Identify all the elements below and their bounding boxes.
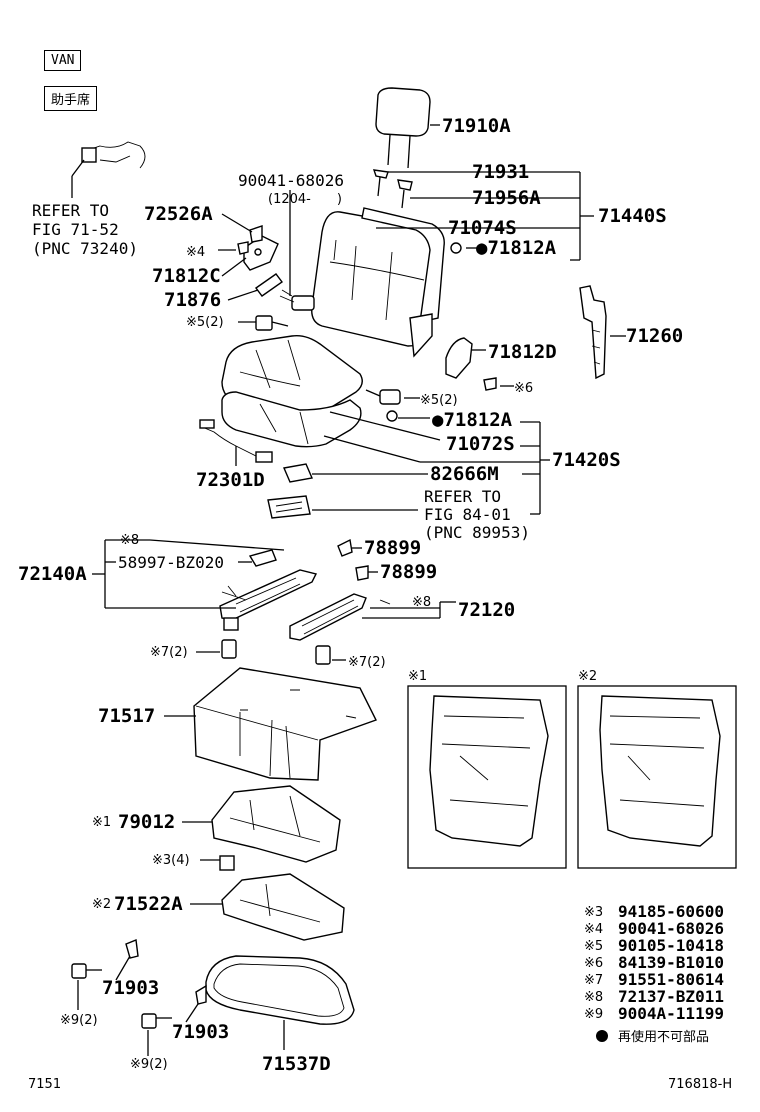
note-3: ※3(4) xyxy=(152,853,190,868)
wire-72301D-drawing xyxy=(199,419,273,463)
note-6: ※6 xyxy=(514,381,533,396)
seal-71537D-drawing xyxy=(205,955,355,1025)
sensor-82666M-drawing xyxy=(267,463,313,519)
inset-box-2 xyxy=(577,685,737,869)
legend-mark: ※9 xyxy=(584,1007,603,1022)
headrest-drawing xyxy=(375,87,440,169)
label-71074S: 71074S xyxy=(448,217,517,239)
inset-box-1 xyxy=(407,685,567,869)
label-71420S: 71420S xyxy=(552,449,621,471)
note-4: ※4 xyxy=(186,245,205,260)
label-71956A: 71956A xyxy=(472,187,541,209)
label-71812A-top: ●71812A xyxy=(476,237,557,259)
label-71903-a: 71903 xyxy=(102,977,159,999)
harness-drawing xyxy=(81,141,146,169)
cover-71517-drawing xyxy=(193,667,377,781)
footer-left: 7151 xyxy=(28,1077,61,1092)
inset-label-2: ※2 xyxy=(578,669,597,684)
note-9b: ※9(2) xyxy=(130,1057,168,1072)
legend-mark: ※5 xyxy=(584,939,603,954)
ref-84-01-line2: FIG 84-01 xyxy=(424,505,511,524)
ref-84-01-line1: REFER TO xyxy=(424,487,501,506)
label-72526A: 72526A xyxy=(144,203,213,225)
label-71517: 71517 xyxy=(98,705,155,727)
guide-drawings xyxy=(372,169,413,209)
van-tag: VAN xyxy=(44,50,82,71)
legend-part: 9004A-11199 xyxy=(618,1004,724,1023)
bracket-71260-drawing xyxy=(579,285,607,380)
label-71537D: 71537D xyxy=(262,1053,331,1075)
label-78899-b: 78899 xyxy=(380,561,437,583)
label-71260: 71260 xyxy=(626,325,683,347)
legend: ※3 94185-60600 ※4 90041-68026 ※5 90105-1… xyxy=(584,902,724,1045)
seat-cushion-drawing xyxy=(221,334,401,448)
label-71812A-mid: ●71812A xyxy=(432,409,513,431)
label-71522A: 71522A xyxy=(114,893,183,915)
note-8b: ※8 xyxy=(412,595,431,610)
ref-71-52-line1: REFER TO xyxy=(32,201,109,220)
bolt-drawings xyxy=(237,225,462,331)
inset-label-1: ※1 xyxy=(408,669,427,684)
label-72140A: 72140A xyxy=(18,563,87,585)
ref-71-52-line2: FIG 71-52 xyxy=(32,220,119,239)
footer-right: 716818-H xyxy=(668,1077,732,1092)
tray-71522A-drawing xyxy=(221,873,345,941)
label-78899-a: 78899 xyxy=(364,537,421,559)
clip-drawings xyxy=(71,939,207,1029)
legend-mark: ※8 xyxy=(584,990,603,1005)
note-9a: ※9(2) xyxy=(60,1013,98,1028)
note-8a: ※8 xyxy=(120,533,139,548)
label-82666M: 82666M xyxy=(430,463,499,485)
label-58997-BZ020: 58997-BZ020 xyxy=(118,553,224,572)
ref-71-52-line3: (PNC 73240) xyxy=(32,239,138,258)
label-79012: 79012 xyxy=(118,811,175,833)
non-reusable-dot-icon xyxy=(596,1030,608,1042)
note-7a: ※7(2) xyxy=(150,645,188,660)
legend-part: 94185-60600 xyxy=(618,902,724,921)
label-72120: 72120 xyxy=(458,599,515,621)
legend-mark: ※3 xyxy=(584,905,603,920)
passenger-seat-tag: 助手席 xyxy=(44,86,98,111)
label-71931: 71931 xyxy=(472,161,529,183)
ref-84-01-line3: (PNC 89953) xyxy=(424,523,530,542)
leader-lines xyxy=(71,159,626,1056)
note-5b: ※5(2) xyxy=(420,393,458,408)
adjuster-drawing xyxy=(219,538,391,665)
cover-71812D-drawing xyxy=(445,337,497,391)
legend-mark: ※4 xyxy=(584,922,603,937)
legend-part: 91551-80614 xyxy=(618,970,724,989)
legend-part: 90105-10418 xyxy=(618,936,724,955)
legend-mark: ※6 xyxy=(584,956,603,971)
seat-back-drawing xyxy=(311,207,445,358)
label-71072S: 71072S xyxy=(446,433,515,455)
label-71903-b: 71903 xyxy=(172,1021,229,1043)
legend-part: 72137-BZ011 xyxy=(618,987,724,1006)
label-71812D: 71812D xyxy=(488,341,557,363)
legend-part: 84139-B1010 xyxy=(618,953,724,972)
tray-79012-drawing xyxy=(211,785,341,871)
legend-note: 再使用不可部品 xyxy=(618,1029,709,1045)
note-1: ※1 xyxy=(92,815,111,830)
note-2: ※2 xyxy=(92,897,111,912)
label-90041-68026: 90041-68026 xyxy=(238,171,344,190)
legend-part: 90041-68026 xyxy=(618,919,724,938)
legend-mark: ※7 xyxy=(584,973,603,988)
note-5a: ※5(2) xyxy=(186,315,224,330)
label-1204: (1204- ) xyxy=(268,192,342,207)
label-71812C: 71812C xyxy=(152,265,221,287)
label-71910A: 71910A xyxy=(442,115,511,137)
note-7b: ※7(2) xyxy=(348,655,386,670)
label-71876: 71876 xyxy=(164,289,221,311)
label-72301D: 72301D xyxy=(196,469,265,491)
label-71440S: 71440S xyxy=(598,205,667,227)
